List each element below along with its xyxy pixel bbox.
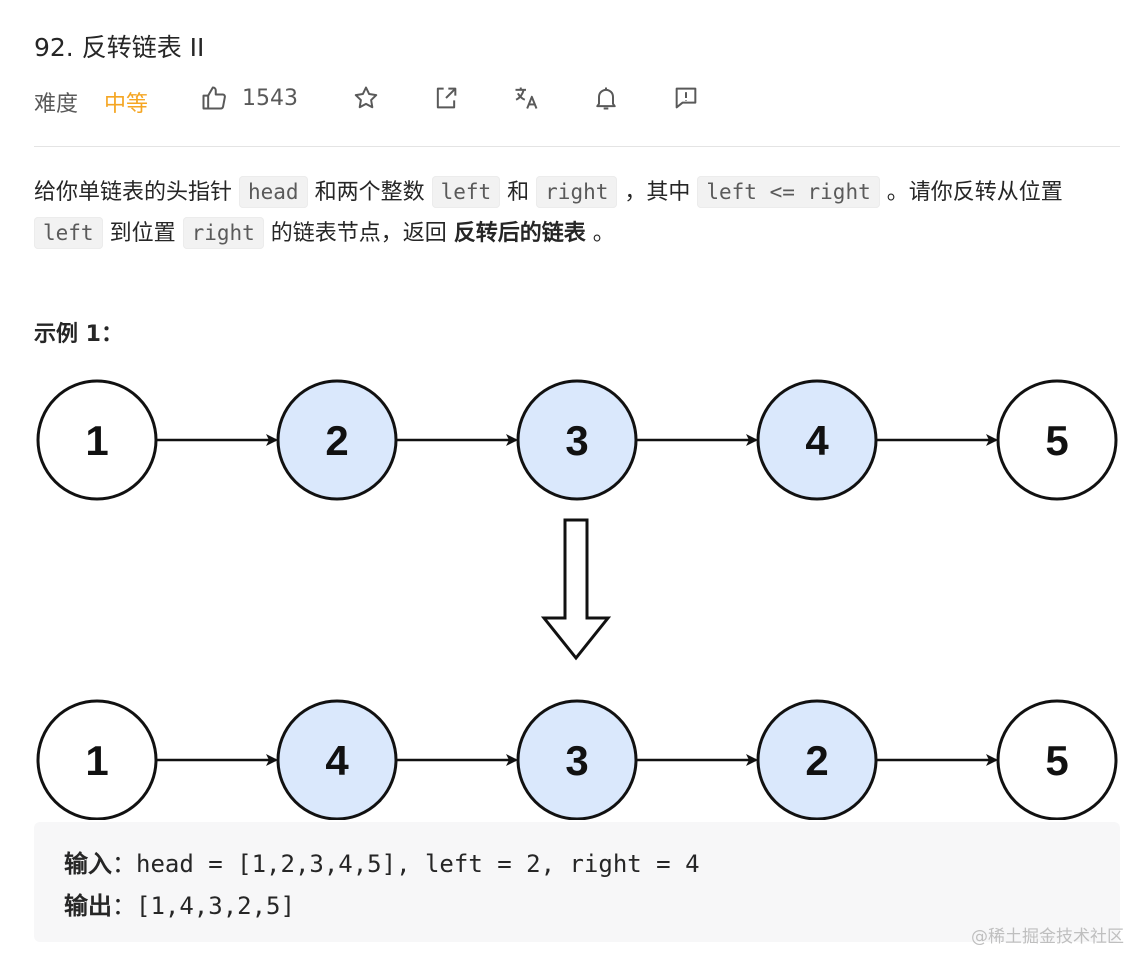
- before-list-node: [996, 379, 1118, 501]
- after-list-node-label: 5: [1045, 737, 1068, 784]
- star-icon[interactable]: [352, 84, 384, 116]
- code-right: right: [182, 217, 264, 249]
- desc-text: 的链表节点，返回: [263, 221, 454, 246]
- before-list-node: [276, 379, 398, 501]
- code-right: right: [536, 176, 618, 208]
- desc-bold: 反转后的链表: [453, 221, 586, 246]
- output-label: 输出: [64, 892, 112, 920]
- share-icon[interactable]: [432, 84, 464, 116]
- translate-icon[interactable]: [512, 84, 544, 116]
- before-list-node: [36, 379, 158, 501]
- difficulty-label: 难度: [34, 92, 79, 117]
- after-list-node: [276, 699, 398, 820]
- output-line: 输出：[1,4,3,2,5]: [64, 886, 295, 921]
- example-title: 示例 1：: [34, 322, 123, 347]
- desc-text: ，其中: [617, 180, 698, 205]
- before-list-node-label: 5: [1045, 417, 1068, 464]
- desc-text: 给你单链表的头指针: [34, 180, 239, 205]
- code-left: left: [34, 217, 103, 249]
- down-arrow-icon: [540, 518, 612, 661]
- input-line: 输入：head = [1,2,3,4,5], left = 2, right =…: [64, 844, 700, 879]
- after-list-node-label: 1: [85, 737, 108, 784]
- problem-description: 给你单链表的头指针 head 和两个整数 left 和 right ，其中 le…: [34, 172, 1124, 254]
- desc-text: 和两个整数: [307, 180, 432, 205]
- after-list-node: [996, 699, 1118, 820]
- after-list-node: [756, 699, 878, 820]
- output-value: ：[1,4,3,2,5]: [112, 892, 295, 920]
- code-condition: left <= right: [697, 176, 880, 208]
- input-value: ：head = [1,2,3,4,5], left = 2, right = 4: [112, 850, 700, 878]
- after-list-node-label: 2: [805, 737, 828, 784]
- before-list-node-label: 2: [325, 417, 348, 464]
- code-head: head: [239, 176, 308, 208]
- code-left: left: [431, 176, 501, 208]
- bell-icon[interactable]: [592, 84, 624, 116]
- after-list-node-label: 3: [565, 737, 588, 784]
- desc-text: 到位置: [102, 221, 183, 246]
- before-list-node: [516, 379, 638, 501]
- desc-text: 和: [500, 180, 537, 205]
- thumbs-up-icon[interactable]: [200, 84, 232, 116]
- difficulty-value: 中等: [104, 92, 149, 117]
- problem-meta-bar: 难度 中等 1543: [34, 84, 1124, 118]
- before-list-node-label: 4: [805, 417, 829, 464]
- desc-text: 。请你反转从位置: [879, 180, 1063, 205]
- watermark: @稀土掘金技术社区: [971, 927, 1124, 947]
- problem-title: 92. 反转链表 II: [34, 33, 205, 62]
- linked-list-diagram: 1 2 3 4 5 1 4 3 2 5: [36, 379, 1118, 820]
- desc-text: 。: [585, 221, 615, 246]
- example-io-block: 输入：head = [1,2,3,4,5], left = 2, right =…: [34, 822, 1120, 942]
- before-list-node-label: 3: [565, 417, 588, 464]
- like-count: 1543: [242, 86, 298, 111]
- before-list-node: [756, 379, 878, 501]
- after-list-node-label: 4: [325, 737, 349, 784]
- divider: [34, 146, 1120, 147]
- before-list-node-label: 1: [85, 417, 108, 464]
- feedback-icon[interactable]: [672, 84, 704, 116]
- after-list-node: [516, 699, 638, 820]
- input-label: 输入: [64, 850, 112, 878]
- after-list-node: [36, 699, 158, 820]
